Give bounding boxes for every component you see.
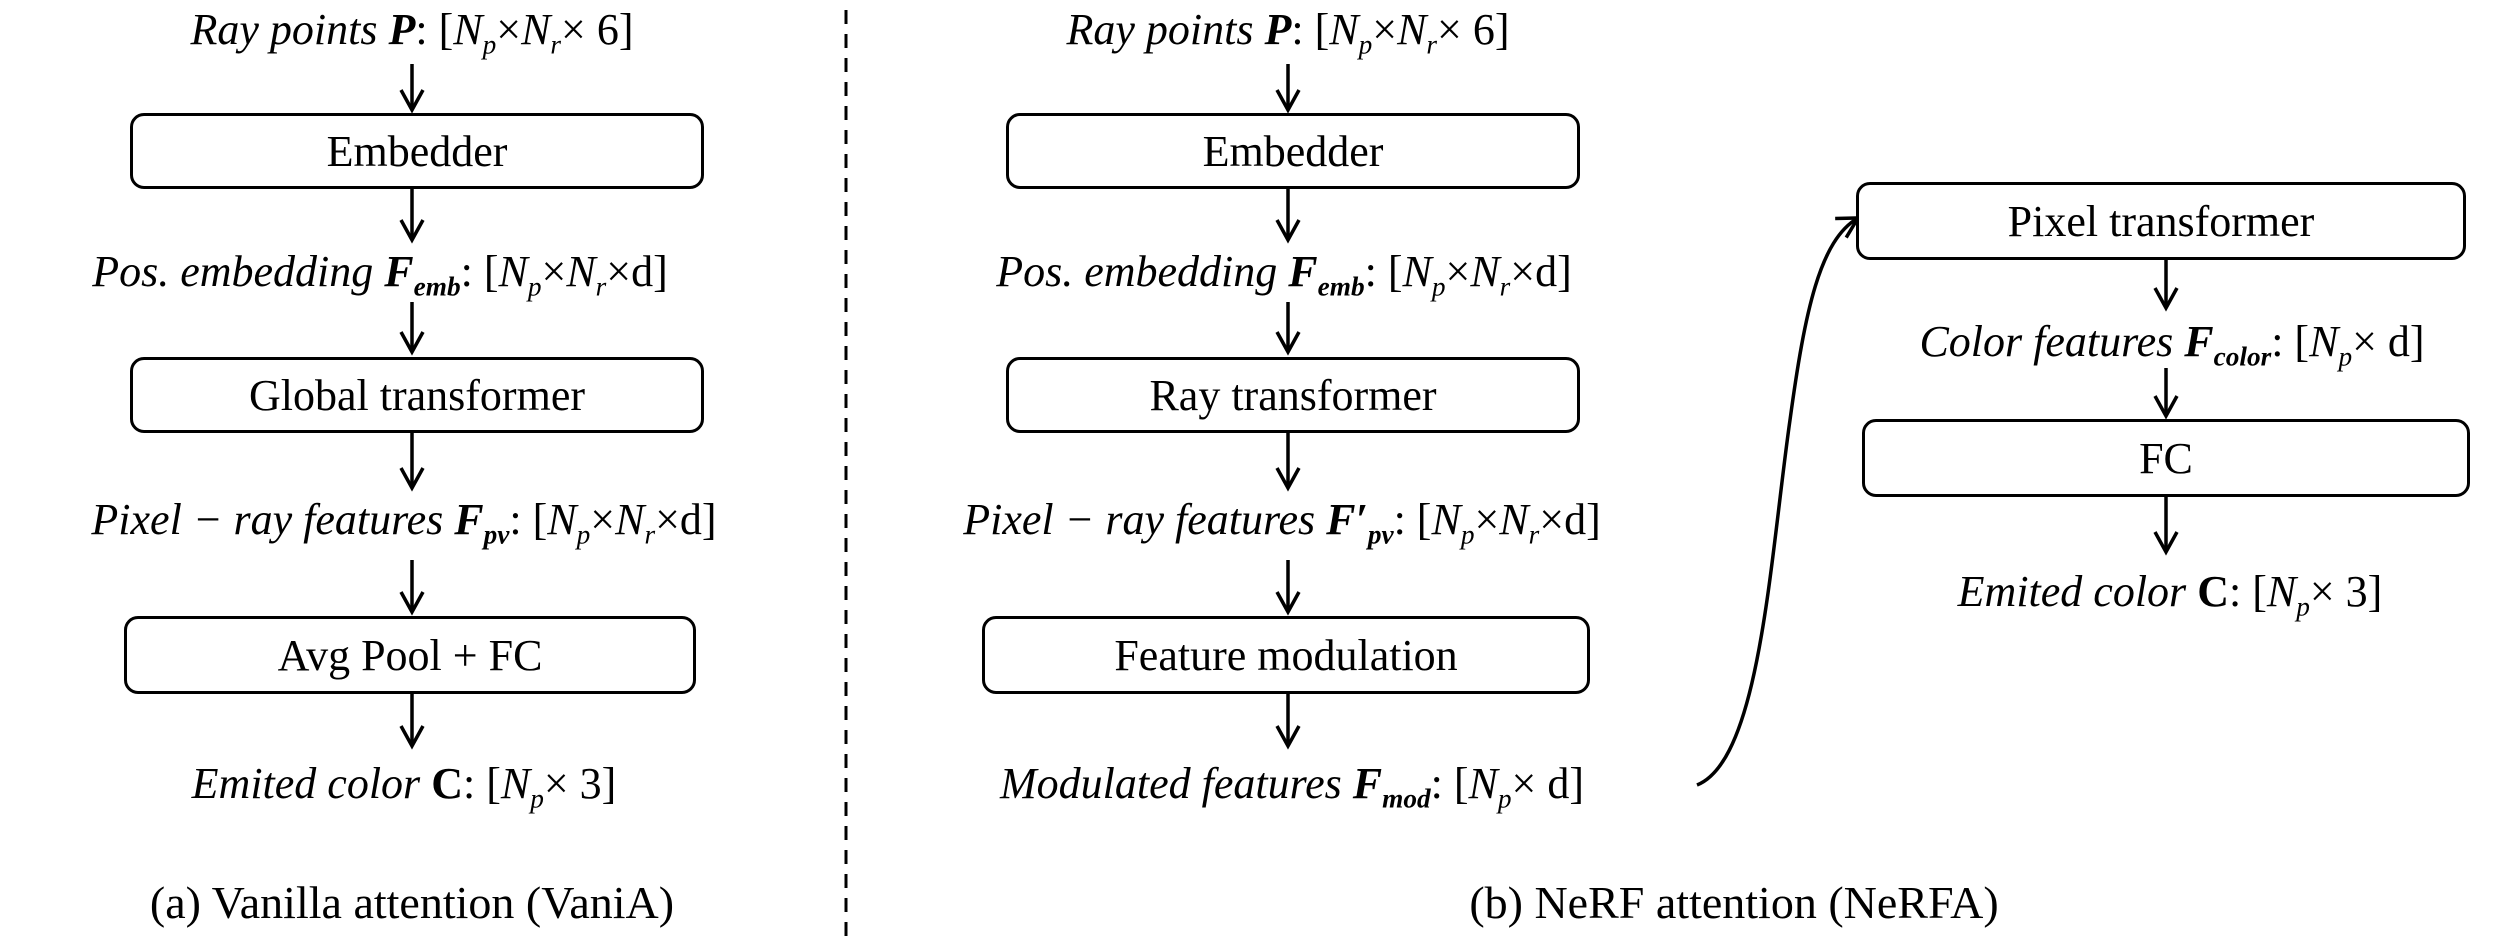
b-modulated-features-label: Modulated features Fmod: [Np× d]	[1000, 759, 1584, 814]
b-embedder-box: Embedder	[1006, 113, 1580, 189]
b-pixel-transformer-box: Pixel transformer	[1856, 182, 2466, 260]
a-global-transformer-text: Global transformer	[249, 370, 585, 420]
a-pos-embedding-label: Pos. embedding Femb: [Np×Nr×d]	[92, 247, 668, 302]
b-color-features-label: Color features Fcolor: [Np× d]	[1919, 317, 2425, 372]
a-emitted-color-label: Emited color C: [Np× 3]	[191, 759, 617, 814]
b-ray-transformer-text: Ray transformer	[1149, 370, 1437, 420]
b-feature-modulation-box: Feature modulation	[982, 616, 1590, 694]
a-ray-points-label: Ray points P: [Np×Nr× 6]	[190, 5, 634, 60]
b-embedder-text: Embedder	[1202, 126, 1384, 176]
b-feature-modulation-text: Feature modulation	[1114, 630, 1458, 680]
a-avg-pool-text: Avg Pool + FC	[277, 630, 543, 680]
b-fc-box: FC	[1862, 419, 2470, 497]
b-caption: (b) NeRF attention (NeRFA)	[1469, 877, 1999, 928]
b-ray-points-label: Ray points P: [Np×Nr× 6]	[1066, 5, 1510, 60]
a-avg-pool-box: Avg Pool + FC	[124, 616, 696, 694]
b-pixel-ray-label: Pixel − ray features F′pv: [Np×Nr×d]	[963, 495, 1601, 550]
arrow-b-curve	[1696, 216, 1862, 787]
b-emitted-color-label: Emited color C: [Np× 3]	[1957, 567, 2383, 622]
a-global-transformer-box: Global transformer	[130, 357, 704, 433]
b-pos-embedding-label: Pos. embedding Femb: [Np×Nr×d]	[996, 247, 1572, 302]
a-embedder-box: Embedder	[130, 113, 704, 189]
b-ray-transformer-box: Ray transformer	[1006, 357, 1580, 433]
a-pixel-ray-label: Pixel − ray features Fpv: [Np×Nr×d]	[91, 495, 717, 550]
a-caption: (a) Vanilla attention (VaniA)	[149, 877, 675, 928]
a-embedder-text: Embedder	[326, 126, 508, 176]
b-fc-text: FC	[2139, 433, 2193, 483]
b-pixel-transformer-text: Pixel transformer	[2007, 196, 2315, 246]
